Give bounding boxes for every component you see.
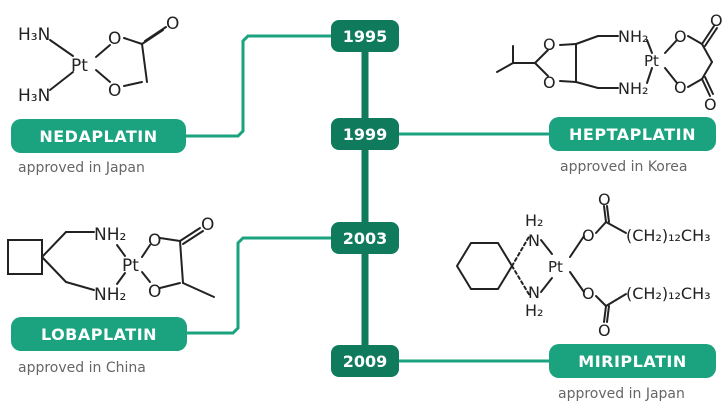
year-1995: 1995 bbox=[331, 20, 399, 52]
heptaplatin-approval-note: approved in Korea bbox=[560, 159, 688, 175]
miriplatin-approval-note: approved in Japan bbox=[558, 386, 685, 402]
heptaplatin-o-ring2: O bbox=[543, 73, 556, 92]
miriplatin-label: MIRIPLATIN bbox=[549, 344, 716, 378]
nedaplatin-pt: Pt bbox=[71, 56, 88, 76]
year-2009: 2009 bbox=[331, 345, 399, 377]
heptaplatin-o-carbonyl1: O bbox=[710, 11, 723, 30]
miriplatin-n-bottom: N bbox=[528, 283, 540, 302]
lobaplatin-o1: O bbox=[148, 231, 161, 251]
miriplatin-o2: O bbox=[582, 284, 595, 303]
miriplatin-h2-top: H₂ bbox=[525, 211, 543, 230]
nedaplatin-h3n-top: H₃N bbox=[18, 25, 50, 45]
nedaplatin-o2: O bbox=[108, 81, 121, 101]
miriplatin-o1: O bbox=[582, 226, 595, 245]
lobaplatin-approval-note: approved in China bbox=[18, 360, 146, 376]
miriplatin-pt: Pt bbox=[548, 258, 563, 276]
heptaplatin-label: HEPTAPLATIN bbox=[549, 117, 716, 151]
lobaplatin-o2: O bbox=[148, 282, 161, 302]
miriplatin-n-top: N bbox=[528, 231, 540, 250]
lobaplatin-label: LOBAPLATIN bbox=[11, 317, 187, 351]
heptaplatin-nh2-top: NH₂ bbox=[618, 27, 648, 46]
lobaplatin-o-carbonyl: O bbox=[201, 215, 214, 235]
nedaplatin-o1: O bbox=[108, 29, 121, 49]
year-1999: 1999 bbox=[331, 118, 399, 150]
connector-1995-nedaplatin bbox=[185, 34, 333, 138]
miriplatin-o-carbonyl1: O bbox=[598, 190, 611, 209]
heptaplatin-o-carbonyl2: O bbox=[704, 95, 717, 114]
heptaplatin-pt: Pt bbox=[644, 52, 659, 70]
nedaplatin-h3n-bottom: H₃N bbox=[18, 86, 50, 106]
lobaplatin-nh2-top: NH₂ bbox=[94, 225, 126, 245]
nedaplatin-label: NEDAPLATIN bbox=[11, 119, 186, 153]
nedaplatin-o-carbonyl: O bbox=[166, 14, 179, 34]
miriplatin-o-carbonyl2: O bbox=[598, 321, 611, 340]
miriplatin-chain1: (CH₂)₁₂CH₃ bbox=[626, 226, 711, 245]
heptaplatin-o1: O bbox=[674, 27, 687, 46]
year-2003: 2003 bbox=[331, 222, 399, 254]
miriplatin-chain2: (CH₂)₁₂CH₃ bbox=[626, 284, 711, 303]
lobaplatin-pt: Pt bbox=[122, 256, 139, 276]
heptaplatin-o2: O bbox=[674, 78, 687, 97]
heptaplatin-nh2-bottom: NH₂ bbox=[618, 79, 648, 98]
miriplatin-h2-bottom: H₂ bbox=[525, 301, 543, 320]
nedaplatin-approval-note: approved in Japan bbox=[18, 160, 145, 176]
lobaplatin-nh2-bottom: NH₂ bbox=[94, 285, 126, 305]
heptaplatin-o-ring1: O bbox=[543, 35, 556, 54]
connector-2003-lobaplatin bbox=[187, 236, 333, 335]
